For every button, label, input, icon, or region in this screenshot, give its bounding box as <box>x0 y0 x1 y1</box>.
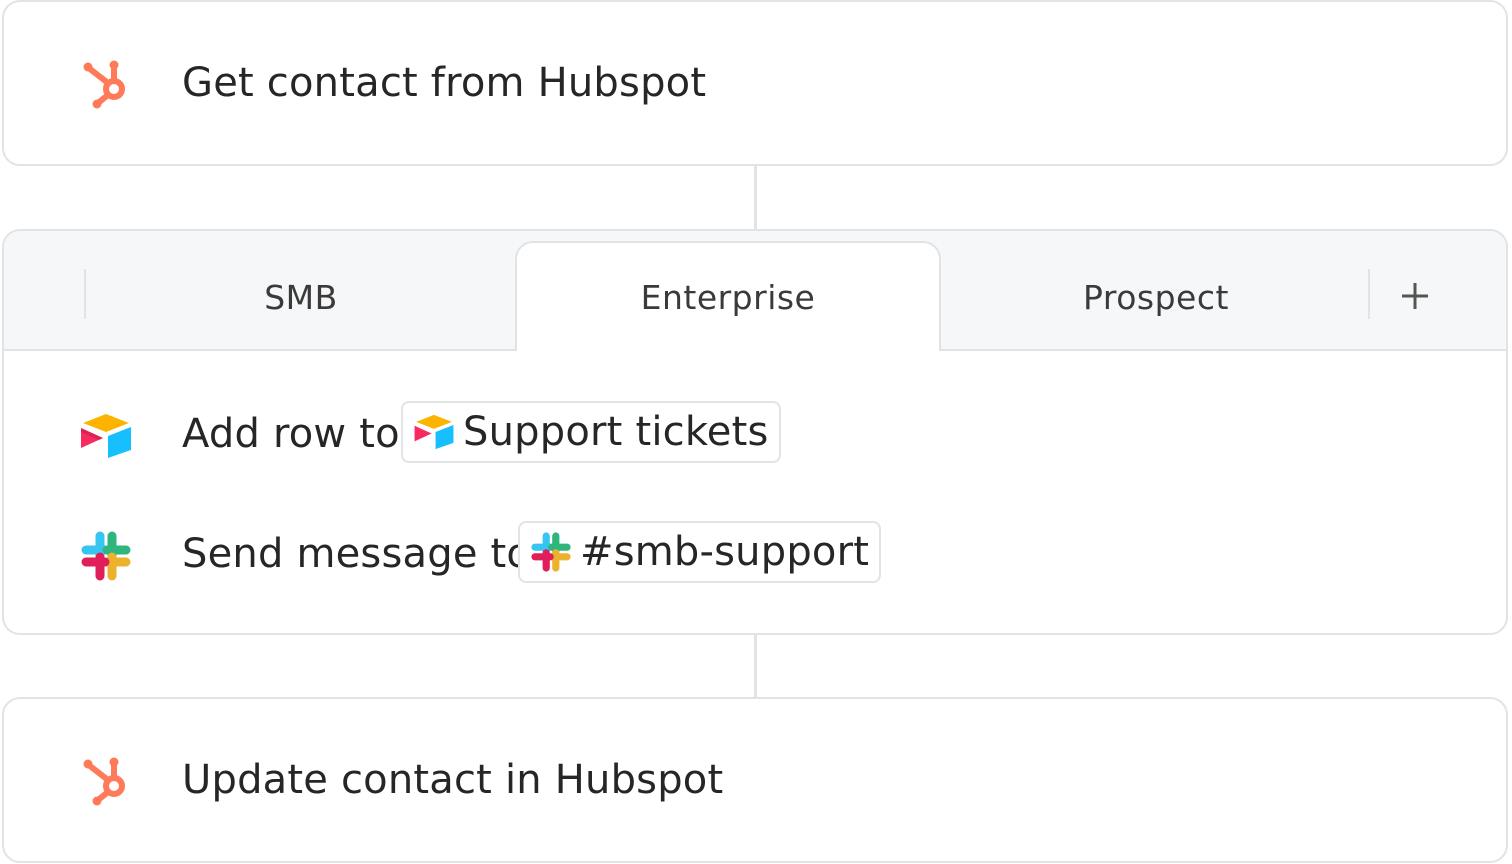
step-label: Update contact in Hubspot <box>182 757 724 803</box>
plus-icon <box>1402 283 1428 309</box>
hubspot-icon <box>78 55 134 111</box>
action-label: Send message to <box>182 531 532 577</box>
tab-label: Prospect <box>1083 277 1229 317</box>
airtable-table-chip[interactable]: Support tickets <box>401 401 781 463</box>
airtable-icon <box>78 408 134 464</box>
airtable-icon <box>413 411 455 453</box>
action-label: Add row to <box>182 411 400 457</box>
step-label: Get contact from Hubspot <box>182 60 707 106</box>
chip-label: Support tickets <box>463 409 769 455</box>
slack-icon <box>530 531 572 573</box>
step-card-get-contact[interactable]: Get contact from Hubspot <box>2 0 1508 166</box>
tab-enterprise[interactable]: Enterprise <box>515 241 941 351</box>
action-send-message[interactable]: Send message to #smb-support <box>4 521 1506 591</box>
chip-label: #smb-support <box>580 529 870 575</box>
tab-label: Enterprise <box>640 277 816 317</box>
branch-tabbar: SMB Enterprise Prospect <box>4 231 1506 351</box>
tab-divider <box>1368 269 1370 319</box>
flow-connector <box>754 166 757 230</box>
tab-prospect[interactable]: Prospect <box>941 243 1371 351</box>
hubspot-icon <box>78 752 134 808</box>
tab-divider <box>84 269 86 319</box>
step-card-update-contact[interactable]: Update contact in Hubspot <box>2 697 1508 863</box>
slack-icon <box>78 528 134 584</box>
branch-card: SMB Enterprise Prospect Add row to <box>2 229 1508 635</box>
tab-smb[interactable]: SMB <box>86 243 516 351</box>
slack-channel-chip[interactable]: #smb-support <box>518 521 882 583</box>
tab-label: SMB <box>264 277 338 317</box>
action-add-row[interactable]: Add row to Support tickets <box>4 401 1506 471</box>
flow-connector <box>754 634 757 698</box>
add-tab-button[interactable] <box>1390 271 1440 321</box>
